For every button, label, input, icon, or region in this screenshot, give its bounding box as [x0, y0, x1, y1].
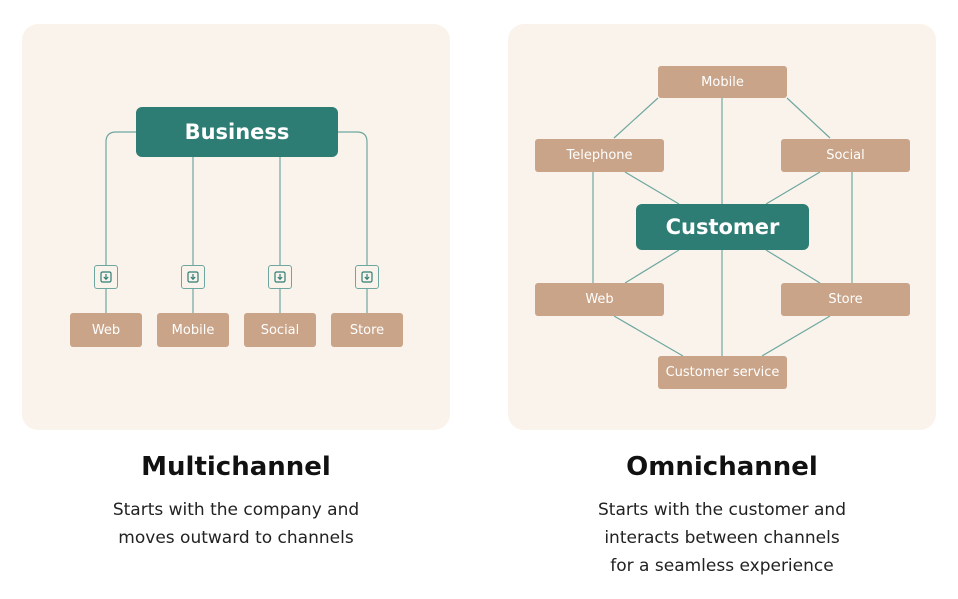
channel-store: Store: [331, 313, 403, 347]
channel-social: Social: [244, 313, 316, 347]
channel-telephone: Telephone: [535, 139, 664, 172]
edge-mobile-social: [786, 97, 831, 139]
channel-web: Web: [535, 283, 664, 316]
spoke-store: [765, 249, 821, 284]
connector-business-web: [105, 131, 136, 313]
description-line: for a seamless experience: [610, 556, 834, 576]
edge-mobile-telephone: [613, 97, 659, 139]
channel-mobile: Mobile: [658, 66, 787, 98]
channel-social: Social: [781, 139, 910, 172]
multichannel-heading: Multichannel: [141, 452, 331, 482]
channel-store: Store: [781, 283, 910, 316]
spoke-social: [765, 171, 821, 205]
description-line: Starts with the company and: [112, 500, 360, 520]
connector-business-store: [338, 131, 368, 313]
description-line: Starts with the customer and: [597, 500, 846, 520]
multichannel-panel: [22, 24, 450, 430]
customer-hub: Customer: [636, 204, 809, 250]
edge-web-customerservice: [613, 315, 684, 357]
omnichannel-description: Starts with the customer and interacts b…: [508, 496, 936, 580]
edge-store-customerservice: [761, 315, 831, 357]
spoke-web: [624, 249, 680, 284]
arrow-down-icon: [268, 265, 292, 289]
spoke-telephone: [624, 171, 680, 205]
business-hub: Business: [136, 107, 338, 157]
arrow-down-icon: [355, 265, 379, 289]
multichannel-description: Starts with the company and moves outwar…: [22, 496, 450, 552]
omnichannel-heading: Omnichannel: [626, 452, 818, 482]
channel-web: Web: [70, 313, 142, 347]
channel-mobile: Mobile: [157, 313, 229, 347]
arrow-down-icon: [94, 265, 118, 289]
channel-customer-service: Customer service: [658, 356, 787, 389]
description-line: moves outward to channels: [118, 528, 354, 548]
description-line: interacts between channels: [604, 528, 840, 548]
arrow-down-icon: [181, 265, 205, 289]
